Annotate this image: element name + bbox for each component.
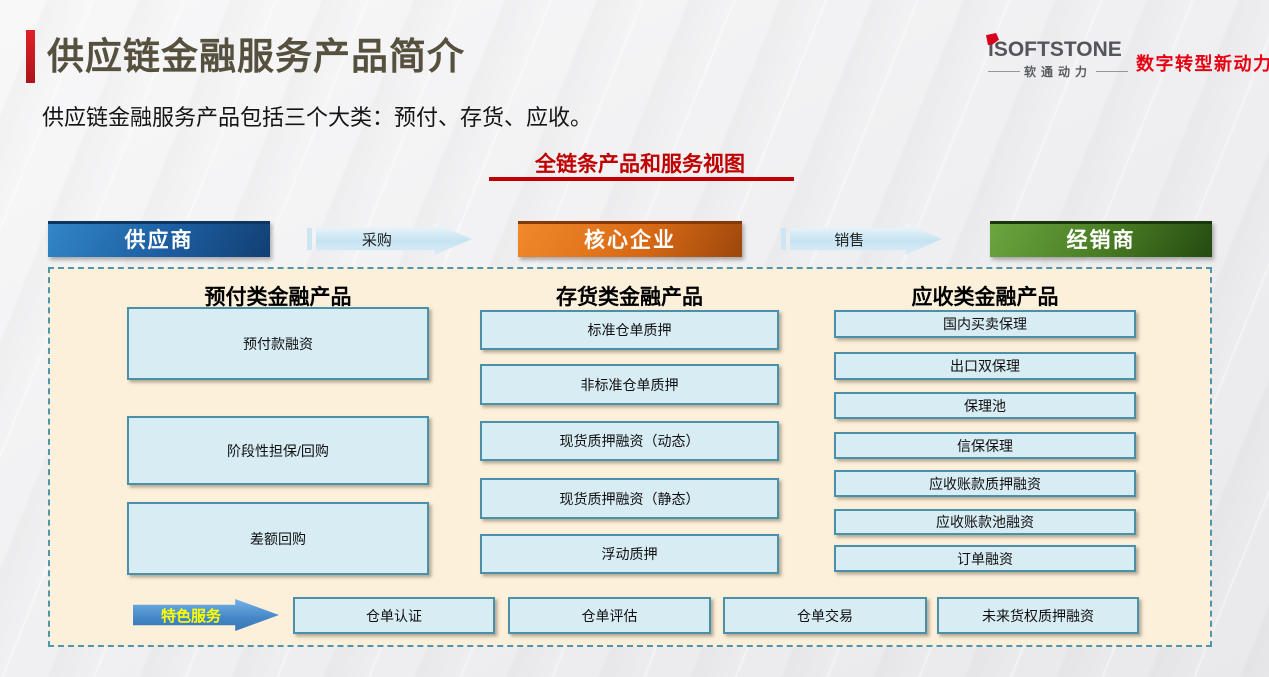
- sales-arrow-tick: [781, 228, 786, 250]
- sales-arrow: 销售: [790, 223, 942, 255]
- flow-node-distributor: 经销商: [990, 221, 1212, 257]
- product-box: 差额回购: [127, 502, 429, 575]
- page-title: 供应链金融服务产品简介: [47, 36, 465, 77]
- column-header-inventory: 存货类金融产品: [556, 286, 703, 309]
- product-box: 保理池: [834, 392, 1136, 419]
- product-box: 阶段性担保/回购: [127, 416, 429, 485]
- logo-right-rule: [1096, 71, 1129, 72]
- logo-subtitle-row: 软通动力: [988, 63, 1129, 80]
- logo-brand-row: iSOFTSTONE: [986, 33, 1130, 62]
- column-header-prepayment: 预付类金融产品: [204, 286, 352, 309]
- product-box: 订单融资: [834, 545, 1136, 572]
- special-service-box: 未来货权质押融资: [937, 597, 1139, 634]
- product-box: 现货质押融资（动态）: [480, 421, 779, 461]
- product-box: 非标准仓单质押: [480, 364, 779, 405]
- isoftstone-logo: iSOFTSTONE 软通动力: [986, 33, 1130, 80]
- product-box: 现货质押融资（静态）: [480, 478, 779, 519]
- procurement-arrow: 采购: [316, 223, 472, 255]
- product-box: 标准仓单质押: [480, 310, 779, 350]
- special-service-box: 仓单交易: [723, 597, 927, 634]
- product-box: 应收账款质押融资: [834, 470, 1136, 497]
- procurement-arrow-label: 采购: [361, 231, 392, 249]
- logo-brand-cn: 软通动力: [1024, 65, 1093, 79]
- section-title-underline: [489, 177, 794, 181]
- sales-arrow-label: 销售: [834, 231, 865, 249]
- products-panel: 预付类金融产品 存货类金融产品 应收类金融产品 预付款融资 阶段性担保/回购 差…: [48, 267, 1212, 647]
- special-services-label: 特色服务: [161, 607, 222, 625]
- product-box: 国内买卖保理: [834, 310, 1136, 338]
- product-box: 浮动质押: [480, 534, 779, 574]
- special-service-box: 仓单评估: [508, 597, 711, 634]
- logo-brand-text: iSOFTSTONE: [988, 38, 1122, 61]
- product-box: 信保保理: [834, 432, 1136, 459]
- flow-node-core-enterprise: 核心企业: [518, 221, 742, 257]
- logo-slogan: 数字转型新动力: [1136, 54, 1269, 74]
- product-box: 应收账款池融资: [834, 509, 1136, 535]
- flow-node-supplier: 供应商: [48, 221, 270, 257]
- special-services-arrow: 特色服务: [133, 599, 279, 631]
- title-accent-bar: [26, 30, 35, 83]
- product-box: 预付款融资: [127, 307, 429, 380]
- section-title: 全链条产品和服务视图: [535, 153, 745, 176]
- product-box: 出口双保理: [834, 352, 1136, 380]
- logo-red-flag-icon: [986, 33, 999, 45]
- special-service-box: 仓单认证: [293, 597, 495, 634]
- procurement-arrow-tick: [307, 228, 312, 250]
- column-header-receivables: 应收类金融产品: [911, 286, 1059, 309]
- logo-left-rule: [988, 71, 1020, 72]
- intro-text: 供应链金融服务产品包括三个大类：预付、存货、应收。: [42, 105, 593, 130]
